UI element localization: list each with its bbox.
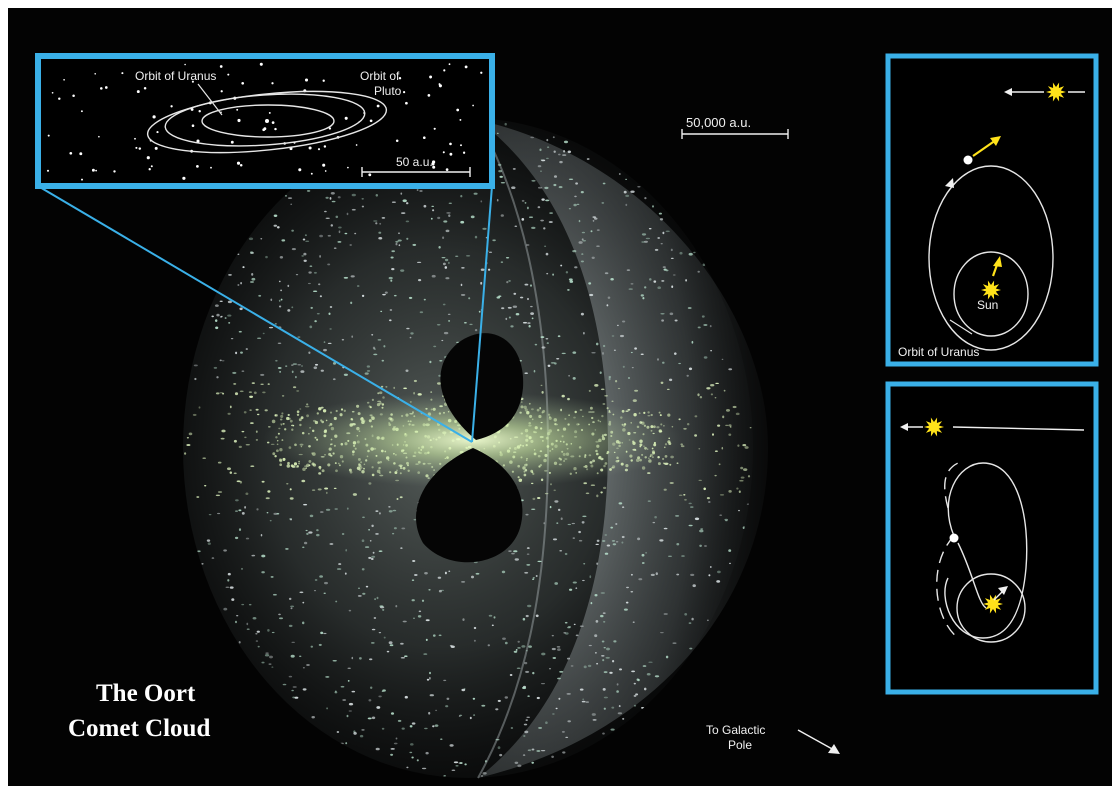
sun-icon-2	[983, 594, 1003, 614]
galactic-pole-line2: Pole	[728, 738, 752, 752]
solar-system-inset: Orbit of Uranus Orbit of Pluto 50 a.u.	[35, 53, 495, 189]
title-line1: The Oort	[96, 680, 196, 707]
main-scale: 50,000 a.u.	[681, 115, 789, 139]
galactic-pole-arrow	[797, 729, 835, 751]
title-line2: Comet Cloud	[68, 715, 210, 742]
uranus-orbit	[201, 104, 335, 138]
lower-cavity	[416, 448, 523, 563]
sun-point	[265, 119, 269, 123]
panel-frame	[885, 53, 1099, 367]
inset-scale-label: 50 a.u.	[396, 155, 433, 169]
orbit-pluto-label-line1: Orbit of	[360, 69, 400, 83]
passing-star-icon	[1046, 82, 1066, 102]
comet-orbit	[928, 165, 1054, 351]
orbit-label-leader	[949, 319, 973, 335]
passing-star-icon-2	[924, 417, 944, 437]
old-comet-orbit	[944, 462, 1028, 639]
diagram-canvas: Orbit of Uranus Orbit of Pluto 50 a.u. 5…	[8, 8, 1112, 786]
pluto-orbit	[146, 90, 388, 154]
inset-pointer-left	[37, 185, 473, 443]
uranus-orbit-circle-2	[956, 573, 1026, 643]
sun-arrow-2	[998, 586, 1008, 595]
panel-frame-2	[885, 381, 1099, 695]
previous-orbit-dashed	[936, 535, 959, 639]
sun-icon	[981, 280, 1001, 300]
uranus-label-leader	[197, 83, 223, 116]
orbit-direction-arrow	[945, 178, 954, 188]
comet-point	[963, 155, 973, 165]
orbit-pluto-label-line2: Pluto	[374, 84, 402, 98]
oort-cloud-diagram: Orbit of Uranus Orbit of Pluto 50 a.u. 5…	[35, 53, 1099, 779]
comet-capture-panel: Sun Orbit of Uranus	[885, 53, 1099, 367]
oort-sphere	[183, 118, 768, 779]
comet-kick-arrow	[972, 139, 997, 157]
comet-escape-panel	[885, 381, 1099, 695]
main-scale-label: 50,000 a.u.	[686, 115, 751, 130]
upper-cavity	[440, 333, 524, 440]
inset-starfield	[46, 62, 483, 181]
uranus-orbit-outer	[164, 93, 366, 147]
comet-infall-path	[957, 542, 987, 609]
inset-pointer-right	[471, 185, 493, 443]
galactic-pole-line1: To Galactic	[706, 723, 765, 737]
star-track-2	[952, 426, 1085, 431]
uranus-orbit-circle	[953, 251, 1029, 337]
comet-point-2	[949, 533, 959, 543]
orbit-uranus-label: Orbit of Uranus	[135, 69, 216, 83]
sun-label: Sun	[977, 298, 998, 312]
orbit-uranus-panel-label: Orbit of Uranus	[898, 345, 979, 359]
